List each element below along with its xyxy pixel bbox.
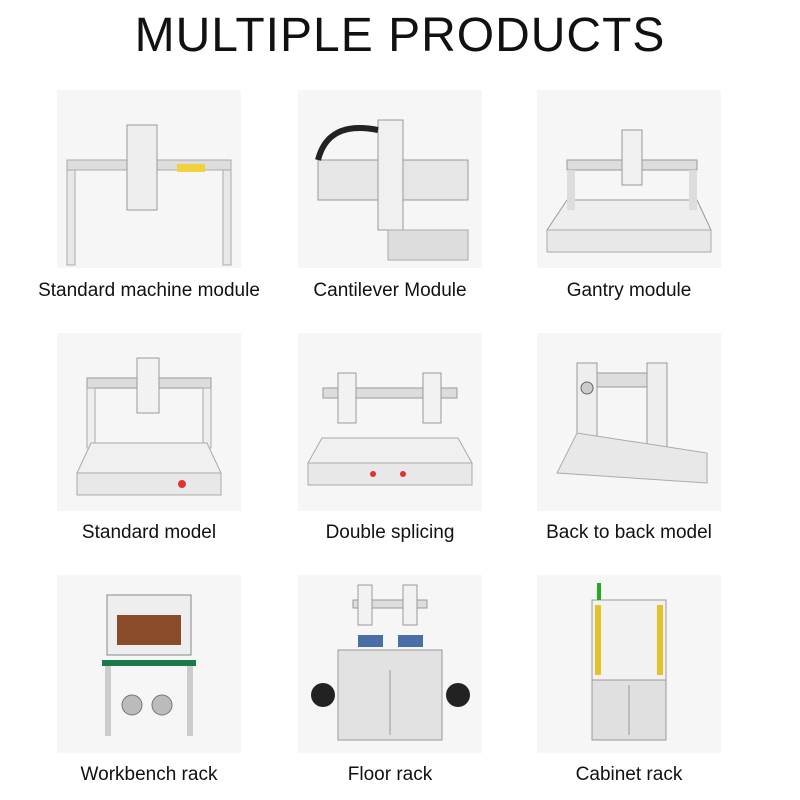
gantry-module-image: [57, 90, 241, 268]
product-label: Back to back model: [546, 522, 712, 543]
cantilever-module-image: [298, 90, 482, 268]
page-title: MULTIPLE PRODUCTS: [134, 9, 666, 62]
cabinet-rack-image: [537, 575, 721, 753]
product-label: Cantilever Module: [313, 280, 467, 301]
product-label: Floor rack: [347, 764, 433, 785]
product-label: Cabinet rack: [575, 764, 683, 785]
back-to-back-machine-image: [537, 333, 721, 511]
product-label: Gantry module: [566, 280, 692, 301]
product-label: Standard machine module: [38, 280, 260, 301]
product-label: Workbench rack: [80, 764, 218, 785]
floor-rack-image: [298, 575, 482, 753]
desktop-machine-image: [57, 333, 241, 511]
product-label: Standard model: [81, 522, 217, 543]
product-label: Double splicing: [325, 522, 455, 543]
double-machine-image: [298, 333, 482, 511]
gantry-module-image: [537, 90, 721, 268]
workbench-rack-image: [57, 575, 241, 753]
